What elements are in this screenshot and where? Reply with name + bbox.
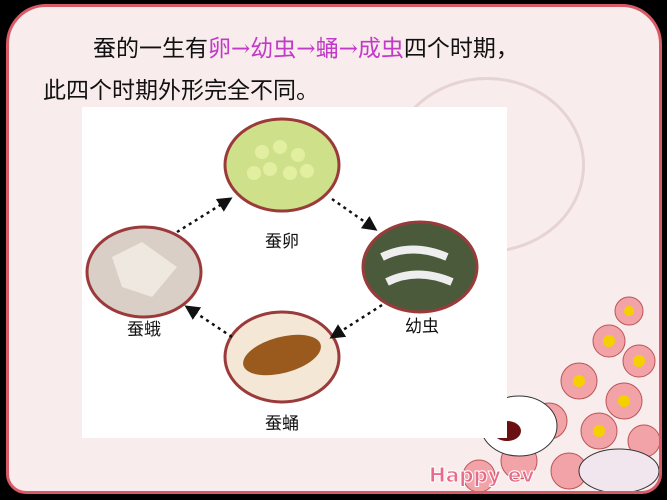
arrow-text: → xyxy=(296,36,316,62)
stage-label: 蚕蛾 xyxy=(127,320,161,340)
stage-label: 幼虫 xyxy=(405,317,439,337)
egg-image xyxy=(223,117,341,213)
stage-pupa: 蚕蛹 xyxy=(223,310,341,434)
arrow-text: → xyxy=(338,36,358,62)
text-suffix: 四个时期， xyxy=(403,36,519,62)
arrow-pupa-to-moth xyxy=(184,305,233,339)
intro-line-1: 蚕的一生有卵→幼虫→蛹→成虫四个时期， xyxy=(93,29,519,63)
stage-label: 蚕卵 xyxy=(265,232,299,252)
stage-label: 蚕蛹 xyxy=(265,414,299,434)
stage-pupa-text: 蛹 xyxy=(315,36,339,62)
stage-larva-text: 幼虫 xyxy=(250,36,297,62)
intro-line-2: 此四个时期外形完全不同。 xyxy=(43,78,319,104)
arrow-text: → xyxy=(231,36,251,62)
stage-adult-text: 成虫 xyxy=(357,36,404,62)
arrow-moth-to-egg xyxy=(176,197,233,234)
stage-egg-text: 卵 xyxy=(208,36,231,62)
arrow-egg-to-larva xyxy=(331,197,378,231)
happy-banner-text: Happy ev xyxy=(428,463,535,488)
text-prefix: 蚕的一生有 xyxy=(93,36,208,62)
arrow-larva-to-pupa xyxy=(329,303,383,339)
lifecycle-diagram: 蚕卵 幼虫 蚕蛹 蚕蛾 xyxy=(82,107,507,438)
flower-corner-decoration xyxy=(462,296,659,491)
stage-larva: 幼虫 xyxy=(361,220,479,337)
stage-egg: 蚕卵 xyxy=(223,117,341,252)
stage-moth: 蚕蛾 xyxy=(85,225,203,340)
worm-mascot-icon xyxy=(480,395,659,491)
larva-image xyxy=(361,220,479,314)
